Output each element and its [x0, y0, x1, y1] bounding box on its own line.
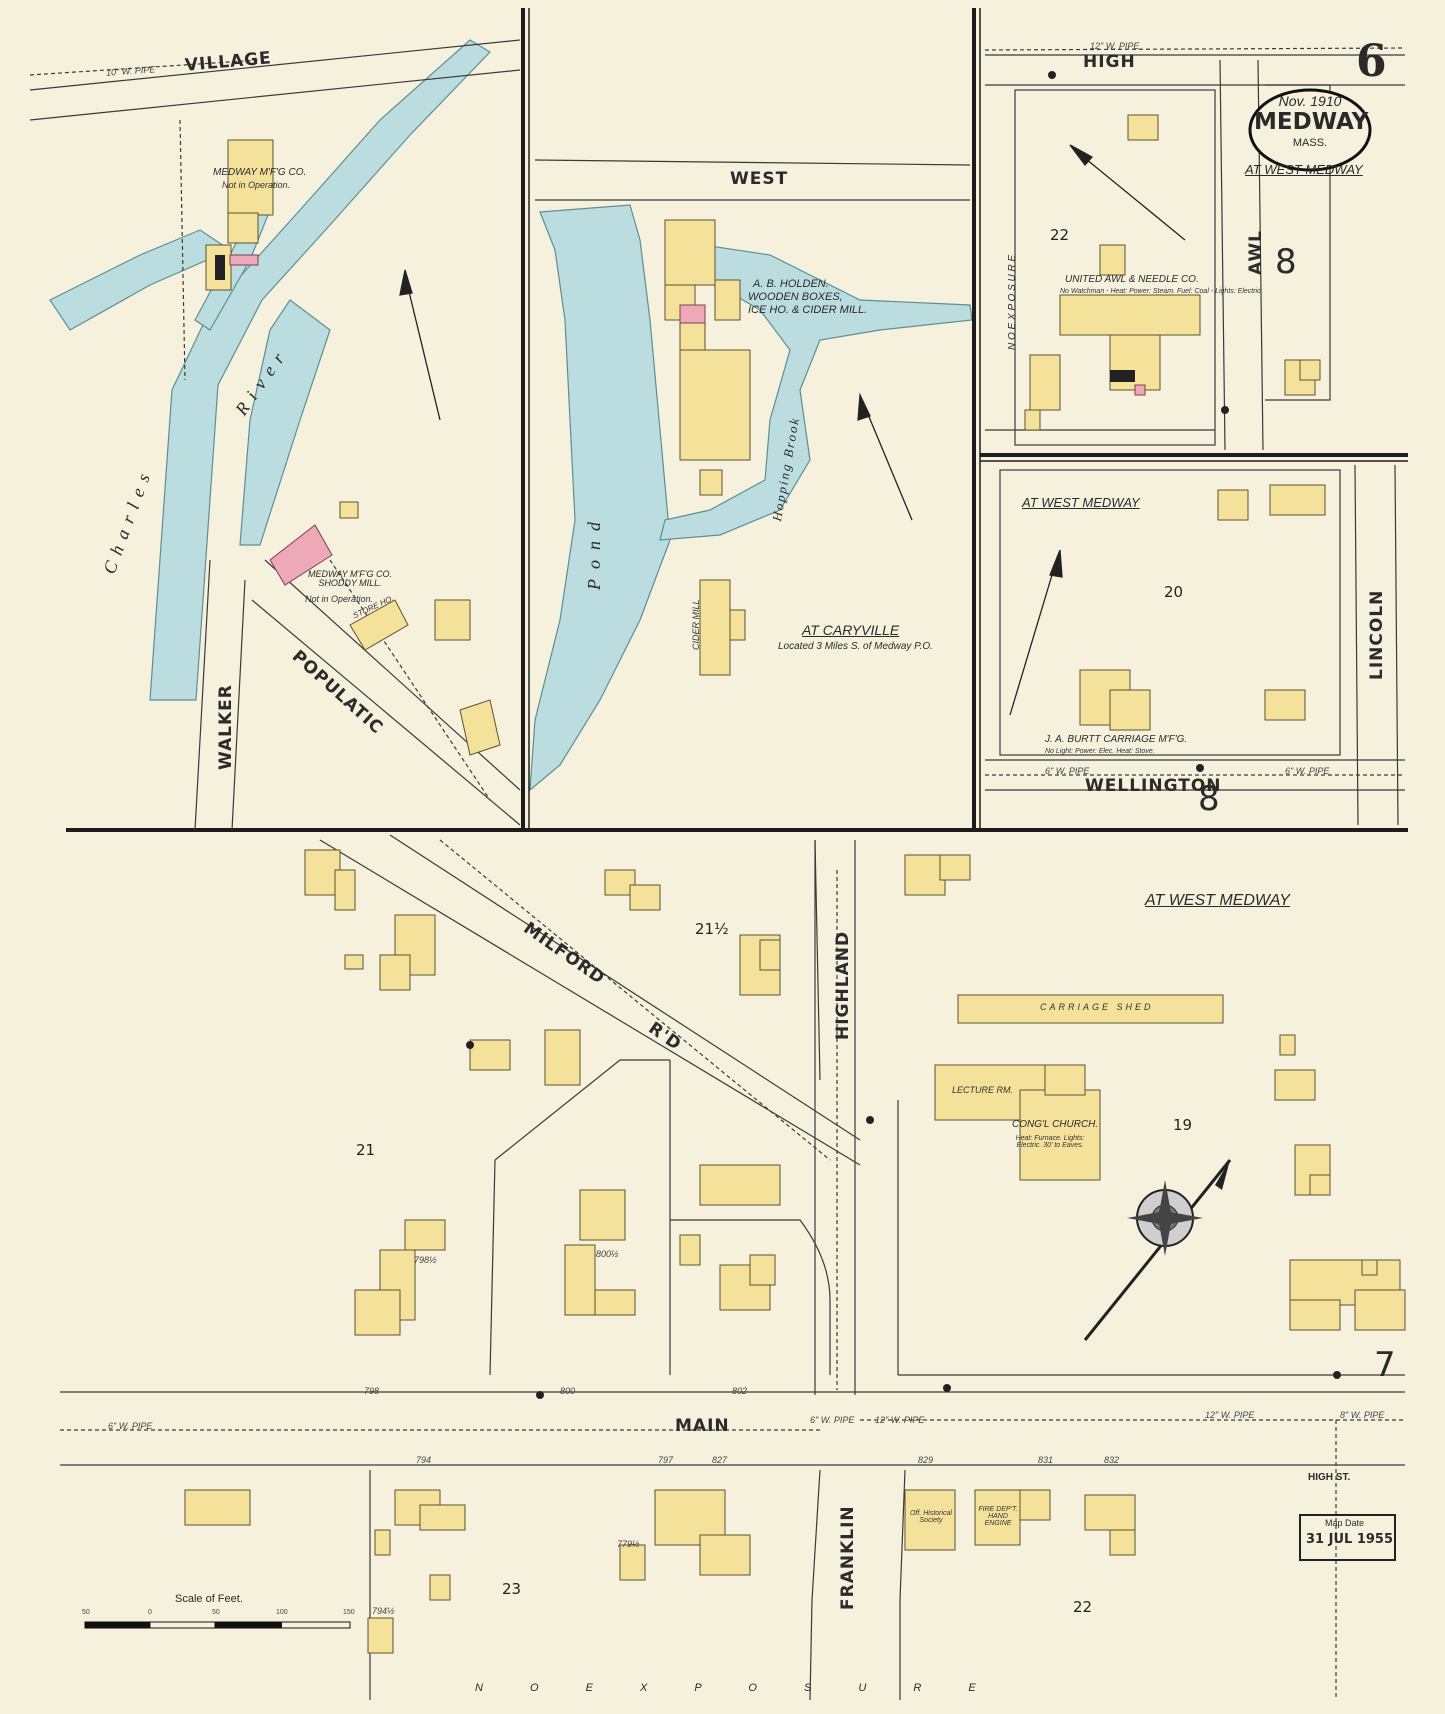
compass-rose: [1083, 1159, 1232, 1341]
adjoining-sheet-8-lower: 8: [1198, 779, 1220, 819]
label-holden-2: WOODEN BOXES,: [748, 291, 843, 303]
panel-borders: [66, 8, 1408, 832]
house-number: 827: [712, 1455, 728, 1465]
sheet-number: 6: [1356, 36, 1387, 87]
scale-tick: 50: [212, 1609, 220, 1616]
scale-tick: 50: [82, 1609, 90, 1616]
map-date: Nov. 1910: [1278, 93, 1342, 109]
pond: [529, 204, 671, 792]
location-west-medway-1: AT WEST MEDWAY: [1245, 162, 1363, 177]
label-burtt-note: No Light: Power: Elec. Heat: Stove.: [1045, 748, 1155, 755]
scale-tick: 150: [343, 1609, 355, 1616]
street-franklin: FRANKLIN: [838, 1505, 858, 1610]
scale-tick: 100: [276, 1609, 288, 1616]
no-exposure-vertical: N O E X P O S U R E: [1007, 254, 1018, 350]
house-number: 794½: [372, 1606, 395, 1616]
no-exposure-bottom: N O E X P O S U R E: [475, 1682, 998, 1694]
label-cider-mill: CIDER MILL: [691, 599, 701, 650]
label-church-note: Heat: Furnace. Lights: Electric. 30' to …: [1015, 1135, 1085, 1149]
label-shoddy-mill: MEDWAY M'F'G CO. SHODDY MILL.: [308, 569, 392, 588]
label-pond: Pond: [584, 512, 604, 590]
street-walker: WALKER: [216, 684, 236, 770]
pipe-label: 6" W. PIPE: [810, 1415, 855, 1425]
label-shoddy-status: Not in Operation.: [305, 594, 374, 604]
label-medway-mfg: MEDWAY M'F'G CO.: [213, 167, 307, 178]
pipe-label: 12" W. PIPE: [1205, 1410, 1255, 1420]
house-number: 832: [1104, 1455, 1120, 1465]
label-burtt: J. A. BURTT CARRIAGE M'F'G.: [1045, 734, 1188, 745]
house-number: 779½: [617, 1539, 640, 1549]
scale-title: Scale of Feet.: [175, 1593, 243, 1605]
block-22-bottom: 22: [1073, 1598, 1093, 1616]
pipe-label: 12" W. PIPE: [875, 1415, 925, 1425]
house-number: 798½: [414, 1255, 437, 1265]
river-branch-south: [239, 299, 331, 546]
water-bodies: [49, 39, 973, 792]
pipe-label: 12" W. PIPE: [1090, 41, 1140, 51]
street-lines: [29, 39, 1406, 1701]
block-23: 23: [502, 1580, 522, 1598]
house-number: 829: [918, 1455, 934, 1465]
caryville-note: Located 3 Miles S. of Medway P.O.: [778, 641, 933, 652]
pipe-label: 6" W. PIPE: [108, 1421, 153, 1431]
label-holden: A. B. HOLDEN.: [753, 278, 829, 290]
block-21-half: 21½: [695, 920, 729, 938]
scale-bar: [84, 1621, 351, 1629]
house-number: 800½: [596, 1249, 619, 1259]
house-number: 797: [658, 1455, 674, 1465]
street-west: WEST: [730, 169, 789, 189]
street-awl: AWL: [1246, 230, 1266, 275]
stamp-line-1: Map Date: [1325, 1518, 1365, 1528]
block-21: 21: [356, 1141, 376, 1159]
street-wellington: WELLINGTON: [1085, 776, 1222, 796]
stamp-date: 31 JUL 1955: [1306, 1532, 1394, 1547]
house-number: 794: [416, 1455, 432, 1465]
brick-buildings: [229, 254, 1146, 586]
house-number: 798: [364, 1386, 380, 1396]
block-19: 19: [1173, 1116, 1193, 1134]
pipe-label: 8" W. PIPE: [1340, 1410, 1385, 1420]
state-name: MASS.: [1292, 137, 1328, 149]
house-number: 802: [732, 1386, 748, 1396]
north-arrows: [399, 144, 1186, 716]
house-number: 800: [560, 1386, 576, 1396]
label-church: CONG'L CHURCH.: [1012, 1119, 1099, 1130]
scale-tick: 0: [148, 1609, 152, 1616]
pipe-label: 6" W. PIPE: [1285, 766, 1330, 776]
house-number: 831: [1038, 1455, 1054, 1465]
town-name: MEDWAY: [1254, 109, 1369, 135]
adjoining-sheet-8: 8: [1275, 242, 1297, 282]
pipe-label: 6" W. PIPE: [1045, 766, 1090, 776]
hydrants: [215, 71, 1341, 1399]
label-carriage-shed: CARRIAGE SHED: [1040, 1002, 1154, 1012]
title-oval: [1248, 88, 1372, 172]
block-22-top: 22: [1050, 226, 1070, 244]
buildings: [184, 114, 1406, 1654]
block-20: 20: [1164, 583, 1184, 601]
street-high-st: HIGH ST.: [1308, 1472, 1351, 1483]
street-high: HIGH: [1083, 52, 1136, 72]
label-united-awl-note: No Watchman - Heat: Power: Steam. Fuel: …: [1060, 288, 1261, 295]
location-west-medway-3: AT WEST MEDWAY: [1145, 892, 1290, 909]
label-lecture-rm: LECTURE RM.: [952, 1085, 1014, 1095]
label-united-awl: UNITED AWL & NEEDLE CO.: [1065, 274, 1199, 285]
label-holden-3: ICE HO. & CIDER MILL.: [748, 304, 868, 316]
location-west-medway-2: AT WEST MEDWAY: [1022, 495, 1140, 510]
date-stamp-box: [1299, 1514, 1396, 1561]
location-caryville: AT CARYVILLE: [802, 622, 900, 638]
street-main: MAIN: [675, 1416, 730, 1436]
hopping-brook: [659, 239, 973, 541]
street-highland: HIGHLAND: [833, 930, 853, 1040]
label-medway-mfg-status: Not in Operation.: [222, 180, 291, 190]
adjoining-sheet-7: 7: [1374, 1345, 1396, 1385]
street-lincoln: LINCOLN: [1367, 589, 1387, 680]
label-historical: Off. Historical Society: [909, 1510, 952, 1524]
label-fire-dept: FIRE DEP'T. HAND ENGINE: [978, 1506, 1018, 1527]
